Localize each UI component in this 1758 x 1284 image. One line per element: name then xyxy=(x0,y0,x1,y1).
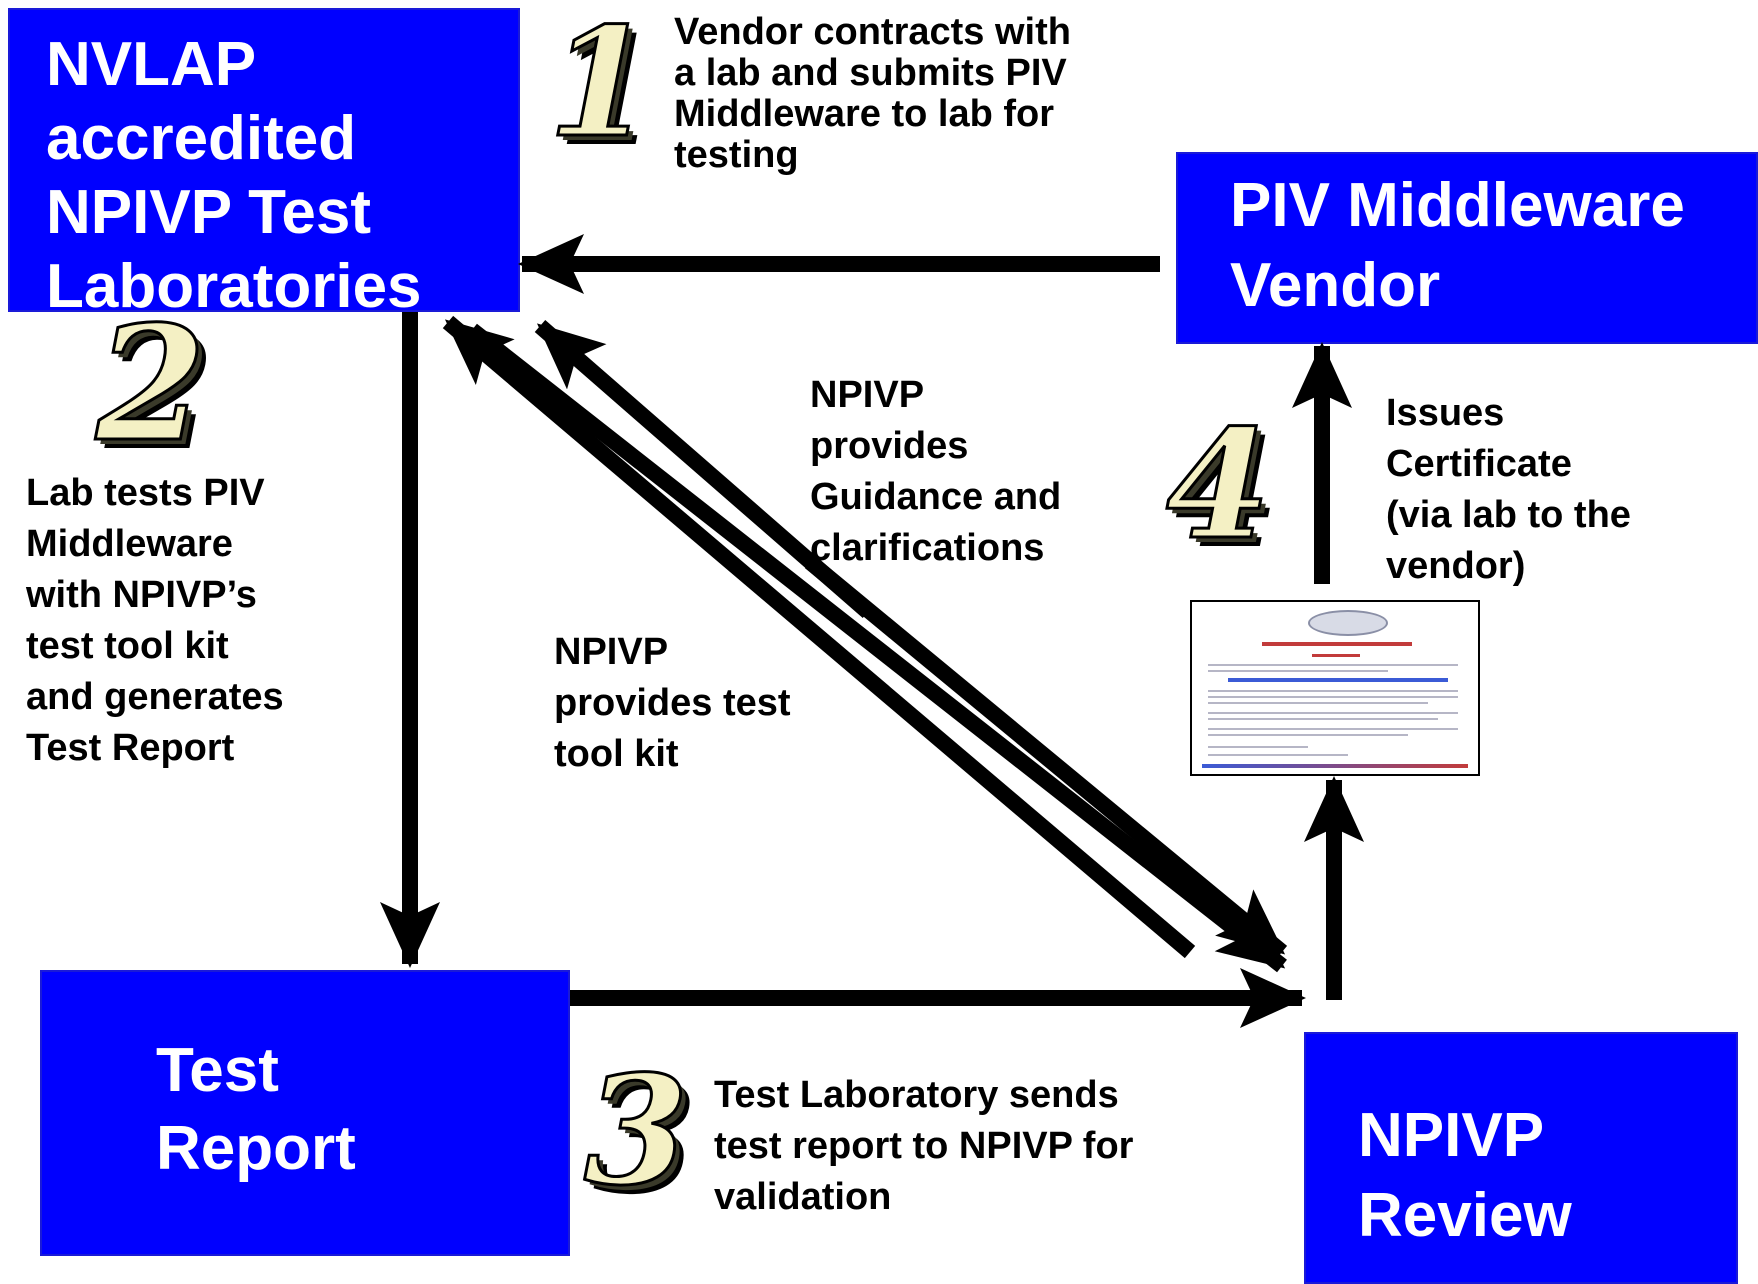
step-2-line: Lab tests PIV xyxy=(26,472,265,514)
step-2-line: Middleware xyxy=(26,523,233,565)
review-line: NPIVP xyxy=(1358,1101,1545,1170)
certificate-subtitle-mark xyxy=(1312,654,1360,657)
step-3-line: validation xyxy=(714,1176,892,1218)
certificate-category-mark xyxy=(1228,678,1448,682)
step-4-line: Certificate xyxy=(1386,443,1572,485)
certificate-text-line xyxy=(1208,754,1348,756)
step-4-line: vendor) xyxy=(1386,545,1526,587)
step-1-line: a lab and submits PIV xyxy=(674,52,1067,94)
toolkit-line: tool kit xyxy=(554,733,679,775)
step-1-line: testing xyxy=(674,134,799,176)
test-report-box: Test Report xyxy=(40,970,570,1256)
step-4-description: Issues Certificate (via lab to the vendo… xyxy=(1386,388,1631,592)
guidance-line: provides xyxy=(810,425,969,467)
step-3-description: Test Laboratory sends test report to NPI… xyxy=(714,1070,1133,1223)
vendor-line: PIV Middleware xyxy=(1230,171,1685,240)
nvlap-labs-box: NVLAP accredited NPIVP Test Laboratories xyxy=(8,8,520,321)
step-2-line: test tool kit xyxy=(26,625,229,667)
certificate-text-line xyxy=(1208,712,1458,714)
nvlap-labs-line: accredited xyxy=(46,104,357,173)
certificate-text-line xyxy=(1208,664,1458,666)
step-4-numeral: 4 xyxy=(1164,397,1271,573)
step-2-line: with NPIVP’s xyxy=(26,574,257,616)
step-3-line: test report to NPIVP for xyxy=(714,1125,1134,1167)
step-1-numeral: 1 xyxy=(546,0,653,171)
guidance-line: NPIVP xyxy=(810,374,925,416)
certificate-logo-icon xyxy=(1308,610,1388,636)
guidance-line: clarifications xyxy=(810,527,1045,569)
certificate-title-mark xyxy=(1262,642,1412,646)
step-3-numeral: 3 xyxy=(582,1043,689,1219)
certificate-text-line xyxy=(1208,728,1458,730)
certificate-text-line xyxy=(1208,690,1458,692)
step-2-description: Lab tests PIV Middleware with NPIVP’s te… xyxy=(26,468,284,774)
guidance-label: NPIVP provides Guidance and clarificatio… xyxy=(810,370,1061,574)
certificate-text-line xyxy=(1208,670,1388,672)
step-1-description: Vendor contracts with a lab and submits … xyxy=(674,12,1071,176)
nvlap-labs-line: Laboratories xyxy=(46,252,422,321)
certificate-text-line xyxy=(1208,746,1308,748)
step-1-line: Vendor contracts with xyxy=(674,11,1071,53)
certificate-footer-bar xyxy=(1202,764,1468,768)
step-1-line: Middleware to lab for xyxy=(674,93,1055,135)
piv-middleware-vendor-box: PIV Middleware Vendor xyxy=(1176,152,1758,344)
step-3-line: Test Laboratory sends xyxy=(714,1074,1119,1116)
report-line: Report xyxy=(156,1114,356,1183)
review-line: Review xyxy=(1358,1181,1572,1250)
step-2-line: and generates xyxy=(26,676,284,718)
certificate-document-icon xyxy=(1190,600,1480,776)
nvlap-labs-line: NPIVP Test xyxy=(46,178,372,247)
guidance-line: Guidance and xyxy=(810,476,1062,518)
lab-to-review-toolkit-arrow xyxy=(467,323,1287,973)
step-4-line: Issues xyxy=(1386,392,1505,434)
review-to-lab-toolkit-arrow xyxy=(442,315,1196,959)
toolkit-line: NPIVP xyxy=(554,631,669,673)
certificate-text-line xyxy=(1208,718,1438,720)
step-2-line: Test Report xyxy=(26,727,235,769)
step-2-numeral: 2 xyxy=(95,292,208,477)
guidance-to-review-arrow xyxy=(804,555,1288,959)
certificate-text-line xyxy=(1208,696,1458,698)
step-4-line: (via lab to the xyxy=(1386,494,1631,536)
npivp-review-box: NPIVP Review xyxy=(1304,1032,1738,1284)
certificate-text-line xyxy=(1208,734,1408,736)
report-line: Test xyxy=(156,1036,279,1105)
toolkit-line: provides test xyxy=(554,682,791,724)
nvlap-labs-line: NVLAP xyxy=(46,30,257,99)
toolkit-label: NPIVP provides test tool kit xyxy=(554,627,791,780)
certificate-text-line xyxy=(1208,702,1428,704)
vendor-line: Vendor xyxy=(1230,251,1441,320)
